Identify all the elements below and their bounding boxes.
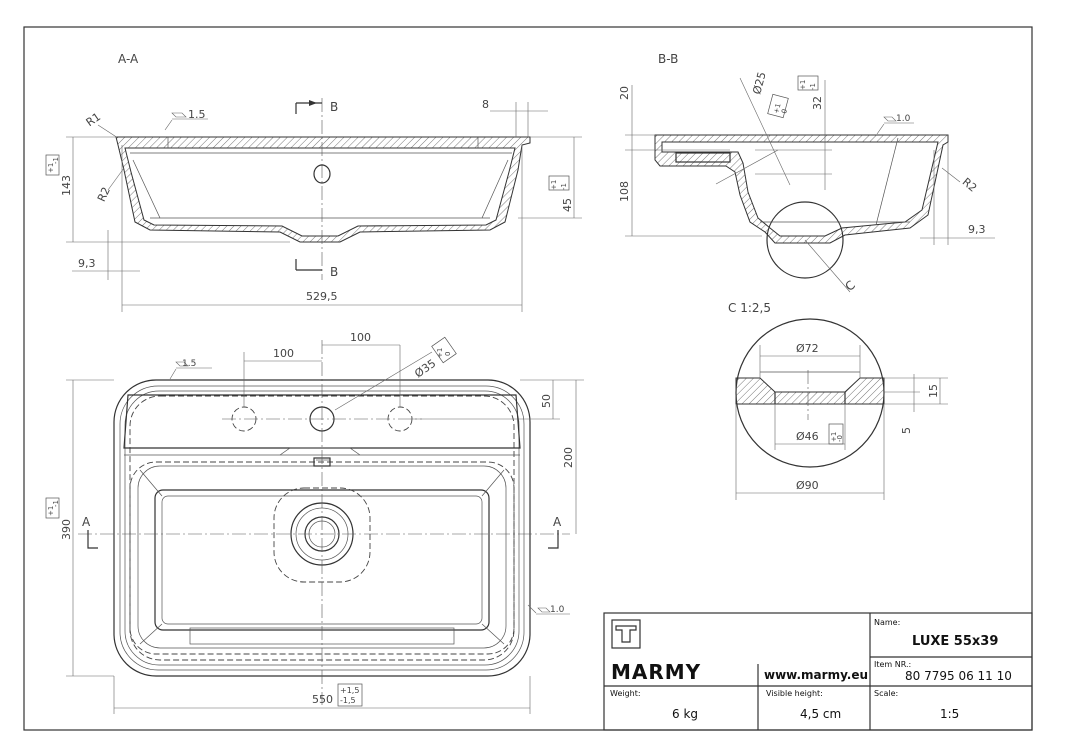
weight-label: Weight:	[610, 689, 641, 698]
visible-height-value: 4,5 cm	[800, 707, 842, 721]
plan-h-tol-minus: -1	[52, 500, 60, 507]
section-bb: B-B C 20 108 Ø25 +1 0 32 +1 -1	[618, 52, 995, 294]
marmy-logo-icon	[611, 619, 641, 649]
plan-v50-label: 50	[540, 394, 553, 408]
bb-tol-minus: -1	[809, 83, 817, 90]
plan-width-label: 550	[312, 693, 333, 706]
plan-h100a-label: 100	[273, 347, 294, 360]
c-d72-label: Ø72	[796, 342, 819, 355]
aa-depth-label: 45	[561, 198, 574, 212]
plan-flat-top-label: 1.5	[182, 359, 196, 369]
bb-offset-label: 9,3	[968, 223, 986, 236]
bb-r2-label: R2	[960, 175, 980, 194]
plan-d35-label: Ø35	[412, 357, 438, 381]
section-a-right: A	[553, 515, 562, 529]
bb-top-label: 20	[618, 86, 631, 100]
plan-height-label: 390	[60, 519, 73, 540]
item-label: Item NR.:	[874, 660, 912, 669]
title-block-frame	[603, 612, 1033, 731]
aa-flat-label: 1.5	[188, 108, 206, 121]
plan-v200-label: 200	[562, 447, 575, 468]
aa-offset-label: 9,3	[78, 257, 96, 270]
visible-height-label: Visible height:	[766, 689, 823, 698]
sheet-frame	[23, 26, 1033, 731]
aa-depth-tol-plus: +1	[550, 180, 558, 190]
item-number: 80 7795 06 11 10	[905, 669, 1012, 683]
aa-r2-label: R2	[95, 185, 113, 204]
plan-flat-side-label: 1.0	[550, 605, 565, 615]
aa-depth-tol-minus: -1	[560, 183, 568, 190]
bb-dia-tol-minus: 0	[780, 108, 789, 114]
plan-view: A A 1.5 100 100 Ø35 +1 0 50 200 390 +1 -…	[45, 331, 584, 714]
brand-name: MARMY	[611, 660, 702, 684]
section-bb-title: B-B	[658, 52, 678, 66]
detail-c-title: C 1:2,5	[728, 301, 771, 315]
bb-dia-label: Ø25	[750, 71, 768, 96]
section-aa-title: A-A	[118, 52, 139, 66]
plan-h-tol-plus: +1	[47, 506, 55, 516]
c-tol-plus: +1	[830, 432, 838, 442]
c-h5-label: 5	[900, 427, 913, 434]
plan-h100b-label: 100	[350, 331, 371, 344]
c-d90-label: Ø90	[796, 479, 819, 492]
bb-flat-label: 1.0	[896, 114, 911, 124]
bb-dia-tol-plus: +1	[772, 102, 782, 114]
plan-d35-tol-minus: 0	[444, 352, 452, 356]
plan-w-tol-minus: -1,5	[340, 696, 356, 705]
bb-tol-plus: +1	[799, 80, 807, 90]
c-tol-minus: -0	[836, 435, 844, 442]
website-link[interactable]: www.marmy.eu	[764, 668, 869, 682]
aa-tol-plus: +1	[47, 163, 55, 173]
detail-c: C 1:2,5 Ø72 15 5 Ø46 +1 -0 Ø90	[728, 301, 948, 500]
detail-c-marker: C	[842, 278, 857, 294]
section-b-bottom: B	[330, 265, 338, 279]
weight-value: 6 kg	[672, 707, 699, 721]
aa-tol-minus: -1	[52, 157, 60, 164]
c-h15-label: 15	[927, 384, 940, 398]
section-b-top: B	[330, 100, 338, 114]
aa-gap-label: 8	[482, 98, 489, 111]
scale-value: 1:5	[940, 707, 960, 721]
bb-height-label: 108	[618, 181, 631, 202]
name-label: Name:	[874, 618, 901, 627]
aa-width-label: 529,5	[306, 290, 338, 303]
c-d46-label: Ø46	[796, 430, 819, 443]
plan-w-tol-plus: +1,5	[340, 686, 359, 695]
aa-height-label: 143	[60, 175, 73, 196]
section-a-left: A	[82, 515, 91, 529]
product-name: LUXE 55x39	[912, 634, 999, 649]
bb-v32-label: 32	[811, 96, 824, 110]
scale-label: Scale:	[874, 689, 899, 698]
section-aa: A-A B B 1.5 8 R1 R2 143	[45, 52, 582, 312]
plan-d35-tol-plus: +1	[436, 348, 444, 358]
